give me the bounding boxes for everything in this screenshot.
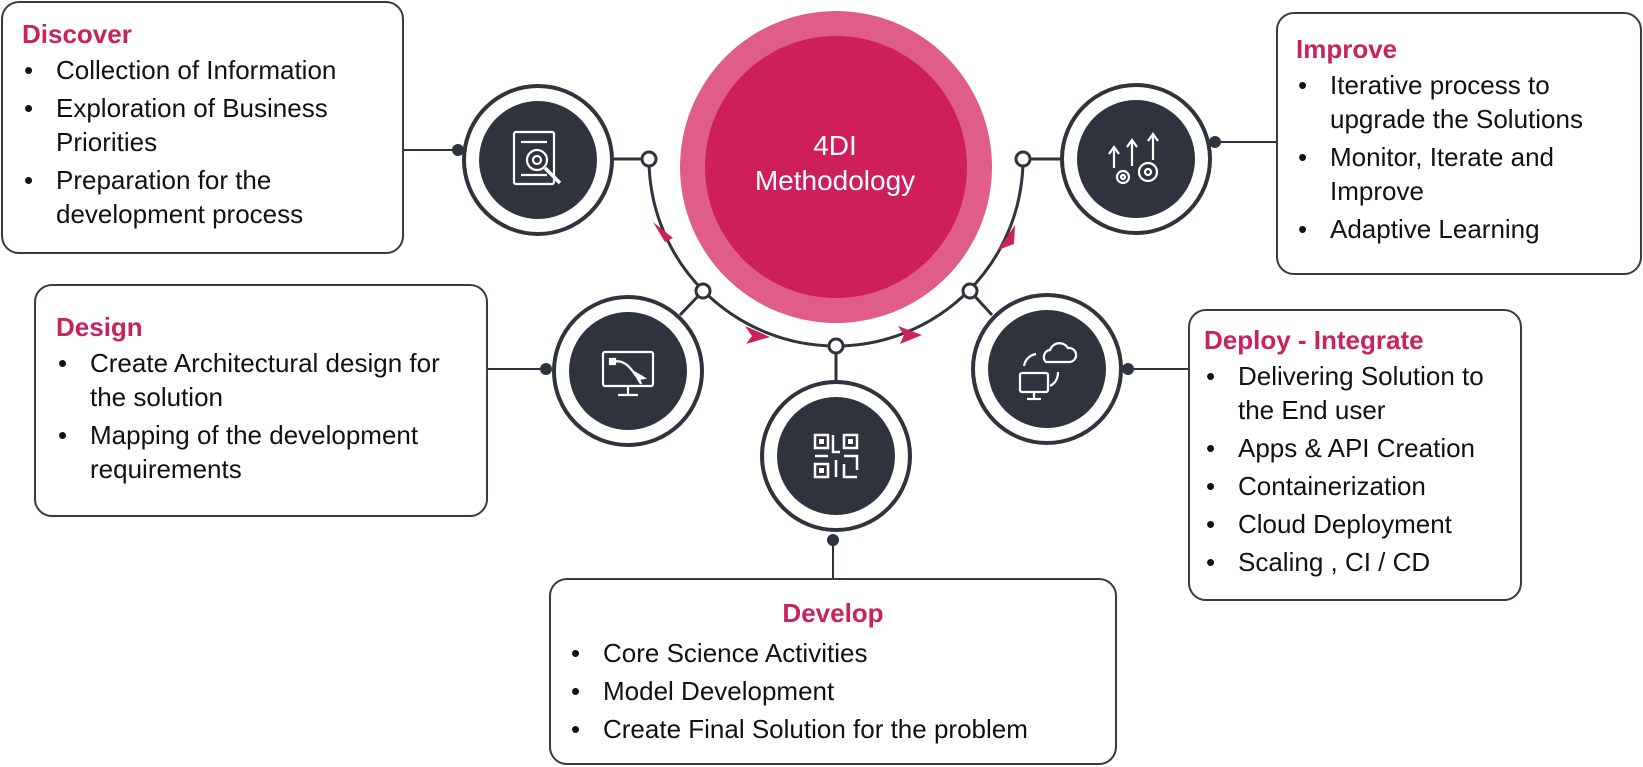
cloud-monitor-icon — [1018, 342, 1078, 401]
center-inner-circle — [705, 36, 967, 298]
card-list-design: Create Architectural design for the solu… — [56, 346, 468, 486]
card-develop: Develop Core Science Activities Model De… — [549, 578, 1117, 765]
list-item: Create Final Solution for the problem — [569, 712, 1097, 746]
list-item: Core Science Activities — [569, 636, 1097, 670]
arc-arrow-3 — [898, 326, 922, 344]
arc-arrow-1 — [653, 222, 673, 242]
list-item: Monitor, Iterate and Improve — [1296, 140, 1628, 208]
card-design: Design Create Architectural design for t… — [34, 284, 488, 517]
arc-junction-improve — [1014, 150, 1032, 168]
node-develop — [760, 380, 912, 532]
arc-arrow-2 — [745, 326, 770, 344]
list-item: Apps & API Creation — [1204, 431, 1508, 465]
card-title-improve: Improve — [1296, 34, 1398, 64]
gears-arrows-icon — [1108, 132, 1159, 185]
list-item: Mapping of the development requirements — [56, 418, 468, 486]
list-item: Model Development — [569, 674, 1097, 708]
connector-dot-design — [540, 363, 552, 375]
node-discover — [462, 84, 614, 236]
node-design — [552, 295, 704, 447]
arc-junction-develop — [827, 337, 845, 355]
list-item: Cloud Deployment — [1204, 507, 1508, 541]
arc-junction-design — [694, 282, 712, 300]
list-item: Scaling , CI / CD — [1204, 545, 1508, 579]
monitor-vector-icon — [601, 350, 655, 397]
list-item: Iterative process to upgrade the Solutio… — [1296, 68, 1628, 136]
arc-arrow-4 — [998, 225, 1015, 250]
card-title-discover: Discover — [22, 19, 132, 49]
list-item: Preparation for the development process — [22, 163, 384, 231]
card-list-deploy: Delivering Solution to the End user Apps… — [1204, 359, 1508, 579]
card-title-design: Design — [56, 312, 143, 342]
qr-code-icon — [813, 433, 859, 479]
node-deploy — [971, 293, 1123, 445]
connector-dot-develop — [827, 534, 839, 546]
list-item: Collection of Information — [22, 53, 384, 87]
card-title-develop: Develop — [782, 598, 884, 628]
list-item: Create Architectural design for the solu… — [56, 346, 468, 414]
node-improve — [1060, 83, 1212, 235]
card-list-improve: Iterative process to upgrade the Solutio… — [1296, 68, 1628, 246]
list-item: Exploration of Business Priorities — [22, 91, 384, 159]
document-search-icon — [512, 130, 562, 186]
arc-junction-deploy — [961, 282, 979, 300]
connector-dot-improve — [1209, 136, 1221, 148]
arc-junction-discover — [640, 150, 658, 168]
card-title-deploy: Deploy - Integrate — [1204, 325, 1424, 355]
connector-dot-discover — [452, 144, 464, 156]
card-discover: Discover Collection of Information Explo… — [1, 1, 404, 254]
center-label: 4DI Methodology — [735, 128, 935, 198]
list-item: Delivering Solution to the End user — [1204, 359, 1508, 427]
connector-dot-deploy — [1122, 363, 1134, 375]
card-list-develop: Core Science Activities Model Developmen… — [569, 636, 1097, 746]
card-deploy: Deploy - Integrate Delivering Solution t… — [1188, 309, 1522, 601]
card-list-discover: Collection of Information Exploration of… — [22, 53, 384, 231]
list-item: Containerization — [1204, 469, 1508, 503]
card-improve: Improve Iterative process to upgrade the… — [1276, 12, 1642, 275]
center-label-line2: Methodology — [754, 165, 916, 196]
center-label-line1: 4DI — [813, 130, 857, 161]
list-item: Adaptive Learning — [1296, 212, 1628, 246]
